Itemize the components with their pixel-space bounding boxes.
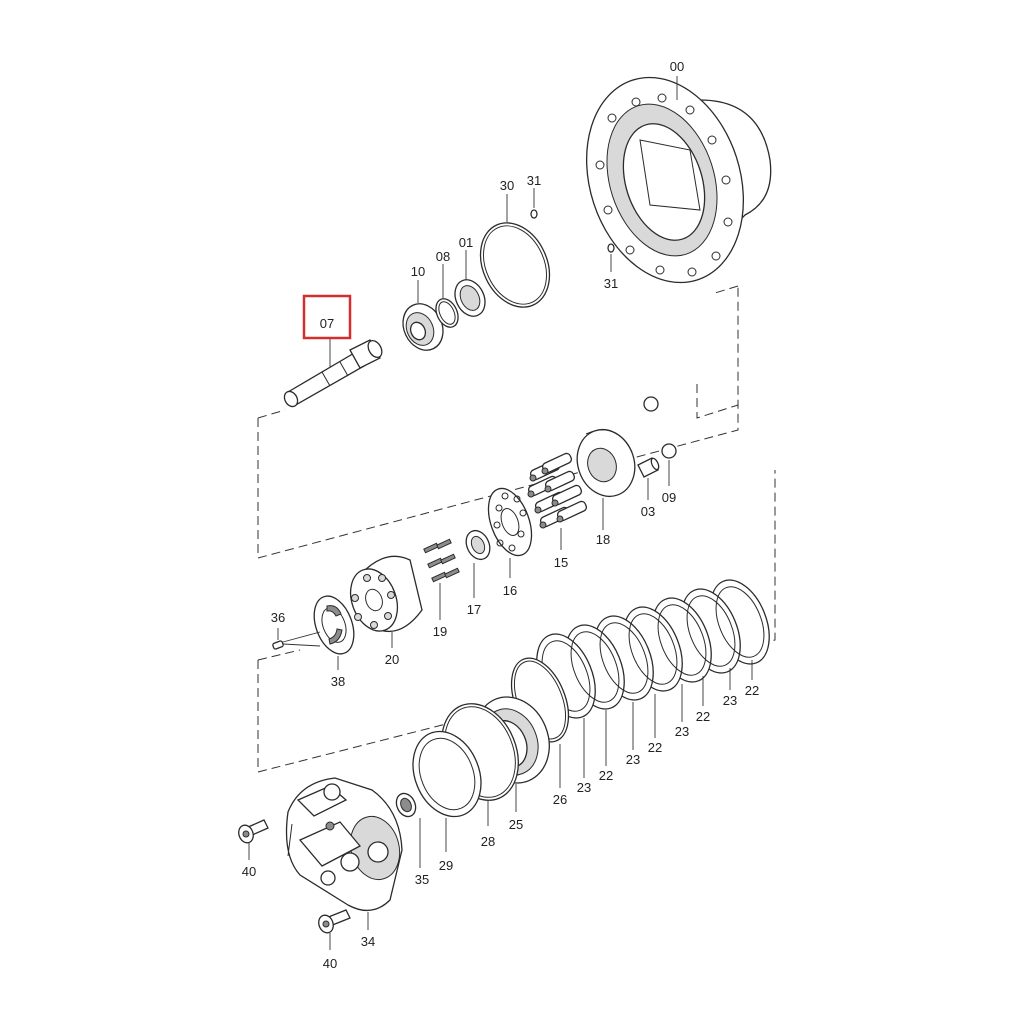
label-28: 28 (481, 834, 495, 849)
brake-disc-leaders (583, 660, 753, 778)
part-20-cylinder-block[interactable] (342, 555, 423, 637)
part-00-housing[interactable] (561, 57, 772, 303)
label-23-4: 23 (577, 780, 591, 795)
part-03-pin[interactable] (637, 457, 660, 478)
label-25: 25 (509, 817, 523, 832)
part-ball-upper[interactable] (643, 396, 659, 412)
part-16-retainer-plate[interactable] (480, 483, 540, 562)
part-17-bush[interactable] (462, 527, 495, 563)
label-29: 29 (439, 858, 453, 873)
label-16: 16 (503, 583, 517, 598)
label-09: 09 (662, 490, 676, 505)
label-01: 01 (459, 235, 473, 250)
part-09-ball[interactable] (661, 443, 677, 459)
label-26: 26 (553, 792, 567, 807)
part-10-bearing[interactable] (396, 297, 451, 357)
label-34: 34 (361, 934, 375, 949)
label-23-3: 23 (626, 752, 640, 767)
label-22-3: 22 (648, 740, 662, 755)
label-22-2: 22 (696, 709, 710, 724)
label-31-upper: 31 (527, 173, 541, 188)
label-35: 35 (415, 872, 429, 887)
label-22-4: 22 (599, 768, 613, 783)
part-01-seal[interactable] (449, 275, 490, 321)
label-40-lower: 40 (323, 956, 337, 971)
part-31-pin-lower[interactable] (607, 243, 615, 253)
part-08-snap-ring[interactable] (432, 295, 463, 331)
part-15-pistons[interactable] (527, 452, 588, 529)
label-23-2: 23 (675, 724, 689, 739)
label-08: 08 (436, 249, 450, 264)
part-30-o-ring[interactable] (467, 212, 562, 319)
part-29-backup-ring[interactable] (401, 721, 493, 827)
label-18: 18 (596, 532, 610, 547)
label-31-lower: 31 (604, 276, 618, 291)
part-07-shaft[interactable] (282, 338, 385, 409)
label-36: 36 (271, 610, 285, 625)
highlight-box-07 (302, 294, 352, 340)
part-18-swash-plate[interactable] (568, 421, 644, 504)
part-40-bolt-upper[interactable] (236, 819, 269, 845)
label-30: 30 (500, 178, 514, 193)
part-35-bearing[interactable] (393, 790, 419, 819)
part-36-dowel-pin[interactable] (272, 640, 284, 650)
part-31-pin-upper[interactable] (530, 209, 538, 219)
label-20: 20 (385, 652, 399, 667)
label-19: 19 (433, 624, 447, 639)
label-22-1: 22 (745, 683, 759, 698)
label-17: 17 (467, 602, 481, 617)
part-19-pins[interactable] (423, 538, 460, 583)
part-40-bolt-lower[interactable] (316, 909, 351, 935)
label-38: 38 (331, 674, 345, 689)
label-07: 07 (320, 316, 334, 331)
label-23-1: 23 (723, 693, 737, 708)
part-34-rear-cover[interactable] (285, 777, 407, 912)
label-00: 00 (670, 59, 684, 74)
label-10: 10 (411, 264, 425, 279)
label-15: 15 (554, 555, 568, 570)
label-40-upper: 40 (242, 864, 256, 879)
label-03: 03 (641, 504, 655, 519)
part-38-valve-plate[interactable] (307, 591, 361, 660)
